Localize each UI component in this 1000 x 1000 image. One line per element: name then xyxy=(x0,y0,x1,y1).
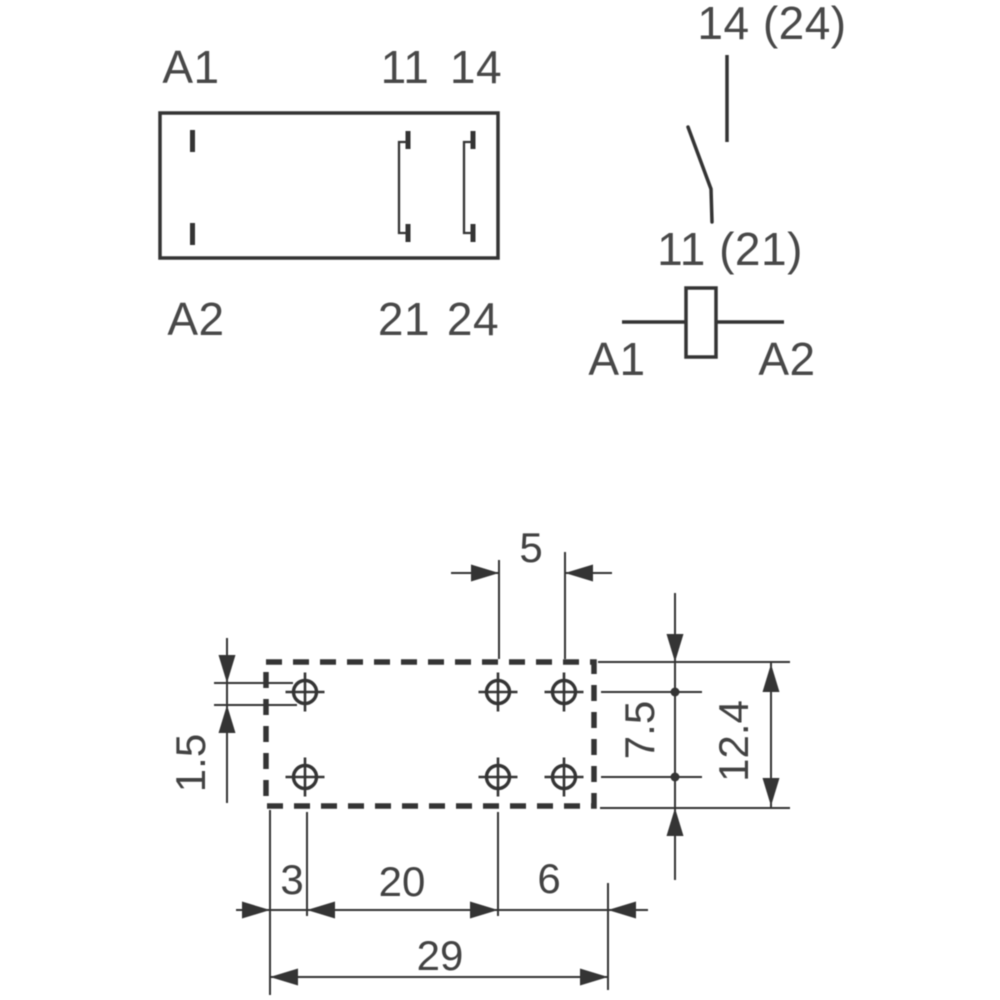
switch-blade xyxy=(686,125,714,224)
arrowhead-left xyxy=(608,901,636,919)
mounting-hole xyxy=(285,672,325,712)
arrowhead-left xyxy=(270,968,298,986)
arrowhead-up xyxy=(666,808,684,836)
contact-schematic-diagram: 14 (24) 11 (21) A1 A2 xyxy=(588,0,846,385)
schematic-label-14-24: 14 (24) xyxy=(697,0,846,49)
pin-layout-diagram: A1 11 14 A2 21 24 xyxy=(158,41,502,345)
dim-label-12-4: 12.4 xyxy=(710,700,757,782)
pin-label-a1: A1 xyxy=(162,41,219,93)
pin-label-14: 14 xyxy=(450,41,502,93)
mounting-hole xyxy=(544,672,584,712)
dim-label-6: 6 xyxy=(537,855,560,902)
pin-label-11: 11 xyxy=(381,41,430,93)
dimension-dot xyxy=(670,772,680,782)
dimension-hole-diameter: 1.5 xyxy=(167,638,297,803)
dimension-contact-pin-spacing: 5 xyxy=(451,524,612,659)
dim-label-1-5: 1.5 xyxy=(167,734,214,792)
mounting-hole xyxy=(285,757,325,797)
arrowhead-down xyxy=(666,634,684,662)
pin-label-a2: A2 xyxy=(167,293,224,345)
mounting-hole xyxy=(544,757,584,797)
dimension-row-spacing-and-width: 7.5 12.4 xyxy=(598,593,790,880)
arrowhead-up xyxy=(218,705,236,733)
arrowhead-right xyxy=(471,564,499,582)
dim-label-5: 5 xyxy=(519,524,542,571)
dim-label-29: 29 xyxy=(417,932,464,979)
dim-label-7-5: 7.5 xyxy=(616,701,663,759)
relay-body-outline xyxy=(158,111,500,260)
schematic-label-a2: A2 xyxy=(758,333,815,385)
contact-bracket-2 xyxy=(462,140,475,235)
coil-symbol xyxy=(684,286,718,359)
contact-bracket-1 xyxy=(397,140,410,235)
schematic-label-11-21: 11 (21) xyxy=(657,223,803,275)
arrowhead-left xyxy=(565,564,593,582)
mounting-hole xyxy=(478,757,518,797)
mounting-hole xyxy=(478,672,518,712)
pin-label-24: 24 xyxy=(447,293,499,345)
arrowhead-down xyxy=(218,655,236,683)
dim-label-3: 3 xyxy=(280,856,303,903)
arrowhead-right xyxy=(580,968,608,986)
dimension-horizontal-chain: 3 20 6 29 xyxy=(236,810,648,995)
arrowhead-right xyxy=(242,901,270,919)
footprint-dashed-outline xyxy=(263,659,597,809)
drilling-plan-diagram: 5 1.5 7.5 12.4 xyxy=(167,524,790,995)
schematic-label-a1: A1 xyxy=(588,333,645,385)
arrowhead-up xyxy=(762,664,780,692)
mounting-holes xyxy=(285,672,584,797)
dim-label-20: 20 xyxy=(379,858,426,905)
arrowhead-down xyxy=(762,778,780,806)
arrowhead-right xyxy=(470,901,498,919)
arrowhead-left xyxy=(307,901,335,919)
dimension-dot xyxy=(670,687,680,697)
pin-label-21: 21 xyxy=(378,293,430,345)
